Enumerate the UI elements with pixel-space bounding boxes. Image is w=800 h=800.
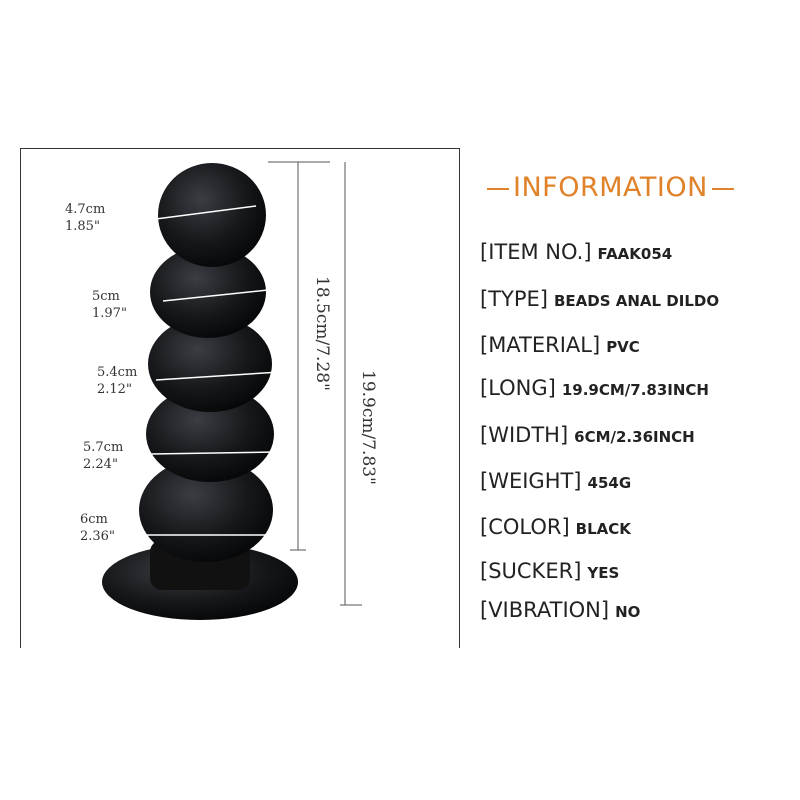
spec-width: [WIDTH]6CM/2.36INCH xyxy=(480,423,695,447)
insertable-length-label: 18.5cm/7.28" xyxy=(312,276,332,391)
information-title: INFORMATION xyxy=(483,172,738,203)
spec-length: [LONG]19.9CM/7.83INCH xyxy=(480,376,709,400)
spec-weight: [WEIGHT]454G xyxy=(480,469,632,493)
spec-item-no: [ITEM NO.]FAAK054 xyxy=(480,240,673,264)
total-length-label: 19.9cm/7.83" xyxy=(358,370,378,485)
product-image-frame xyxy=(20,148,460,648)
spec-type: [TYPE]BEADS ANAL DILDO xyxy=(480,287,720,311)
spec-sucker: [SUCKER]YES xyxy=(480,559,620,583)
spec-vibration: [VIBRATION]NO xyxy=(480,598,641,622)
spec-material: [MATERIAL]PVC xyxy=(480,333,640,357)
spec-color: [COLOR]BLACK xyxy=(480,515,631,539)
